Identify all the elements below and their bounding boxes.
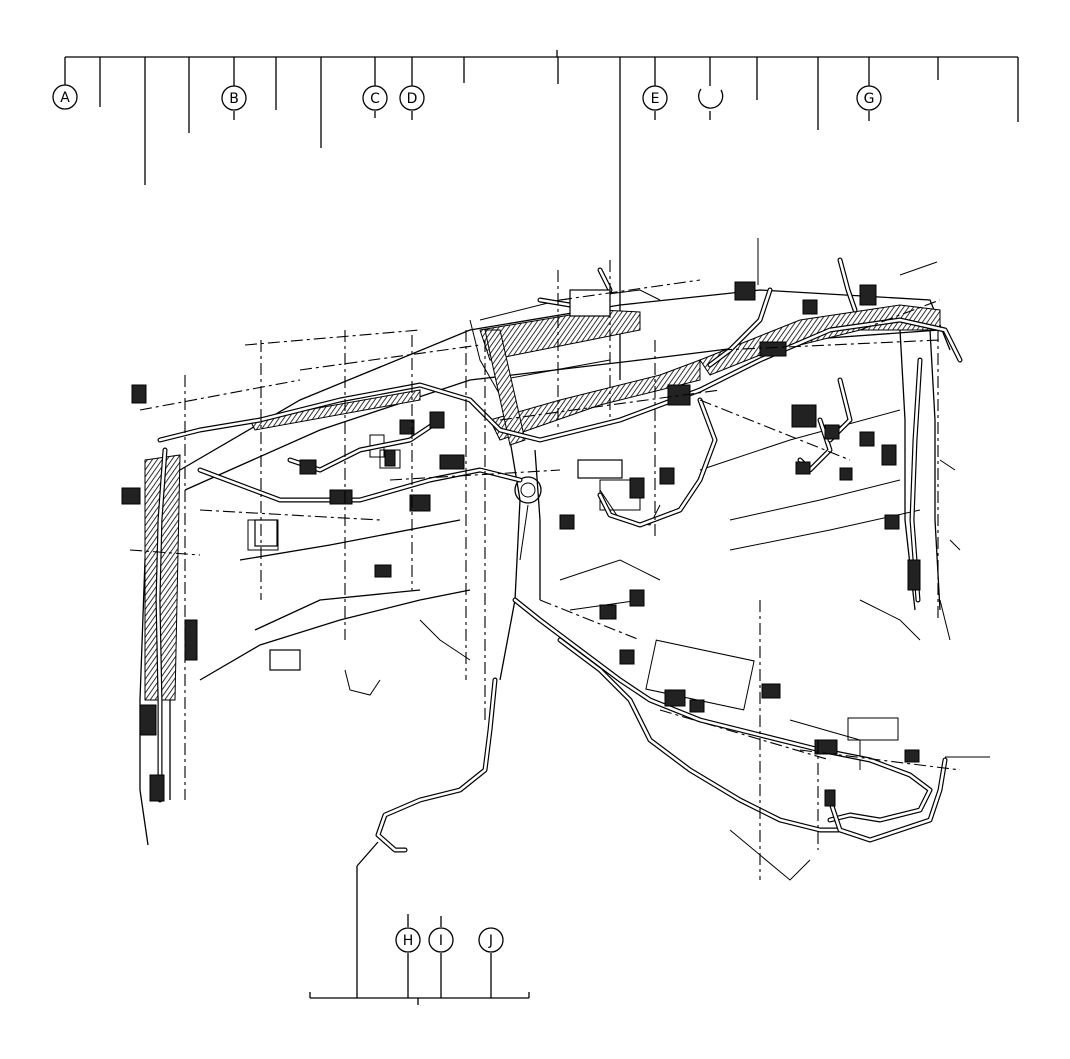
dashed-location-lines	[129, 260, 961, 880]
svg-text:C: C	[370, 91, 380, 107]
side-leaders	[519, 238, 990, 758]
svg-text:A: A	[60, 90, 70, 106]
top-leader-bracket	[64, 50, 1019, 380]
callout-e: E	[642, 85, 668, 111]
callout-a: A	[52, 84, 78, 110]
svg-text:E: E	[651, 91, 660, 107]
bottom-leader-bracket	[309, 841, 530, 1005]
callout-f	[698, 88, 724, 109]
reinforcement-beam	[144, 304, 941, 701]
svg-text:I: I	[439, 933, 443, 949]
svg-text:B: B	[229, 91, 239, 107]
svg-text:G: G	[864, 91, 875, 107]
callout-b: B	[221, 85, 247, 111]
callout-d: D	[399, 85, 425, 111]
callout-c: C	[362, 85, 388, 111]
callout-i: I	[428, 927, 454, 953]
drain-hose-harness	[375, 677, 498, 853]
floor-harness	[512, 597, 948, 843]
svg-text:D: D	[407, 91, 418, 107]
connectors	[121, 281, 921, 807]
callout-h: H	[395, 927, 421, 953]
callout-j: J	[478, 927, 504, 953]
svg-text:J: J	[488, 933, 493, 949]
svg-text:H: H	[403, 933, 414, 949]
callout-g: G	[856, 85, 882, 111]
